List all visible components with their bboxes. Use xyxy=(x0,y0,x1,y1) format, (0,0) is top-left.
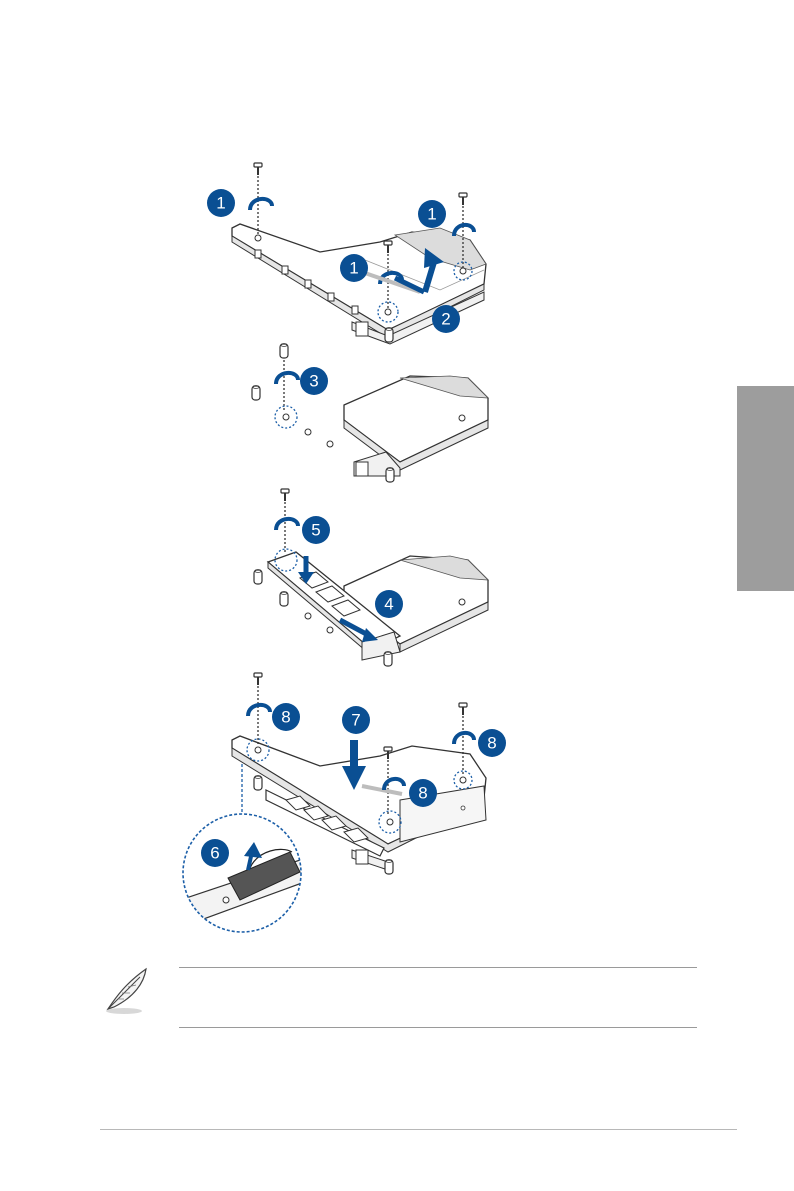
step-badge: 8 xyxy=(478,729,506,757)
svg-text:4: 4 xyxy=(384,595,393,614)
svg-text:2: 2 xyxy=(441,310,450,329)
svg-text:1: 1 xyxy=(216,194,225,213)
svg-text:5: 5 xyxy=(311,521,320,540)
feather-quill-icon xyxy=(100,965,152,1017)
step-badge: 8 xyxy=(409,779,437,807)
step-badge: 7 xyxy=(342,706,370,734)
step-badge: 8 xyxy=(272,703,300,731)
step-badge: 3 xyxy=(300,367,328,395)
svg-text:1: 1 xyxy=(349,259,358,278)
step-badge: 2 xyxy=(432,305,460,333)
step-badge: 1 xyxy=(340,254,368,282)
note-bottom-rule xyxy=(179,1027,697,1028)
svg-text:1: 1 xyxy=(427,205,436,224)
step-badge: 6 xyxy=(201,839,229,867)
svg-text:7: 7 xyxy=(351,711,360,730)
step-badge: 4 xyxy=(375,590,403,618)
step-badge: 5 xyxy=(302,516,330,544)
svg-text:3: 3 xyxy=(309,372,318,391)
film-peel-zoom xyxy=(180,814,310,932)
panel-insert-ssd xyxy=(254,489,488,666)
panel-standoff xyxy=(252,344,488,482)
footer-rule xyxy=(100,1129,737,1130)
panel-reinstall-heatsink xyxy=(180,673,486,932)
svg-text:8: 8 xyxy=(418,784,427,803)
svg-text:8: 8 xyxy=(281,708,290,727)
step-badge: 1 xyxy=(418,200,446,228)
svg-text:6: 6 xyxy=(210,844,219,863)
step-badge: 1 xyxy=(207,189,235,217)
note-top-rule xyxy=(179,967,697,968)
svg-text:8: 8 xyxy=(487,734,496,753)
